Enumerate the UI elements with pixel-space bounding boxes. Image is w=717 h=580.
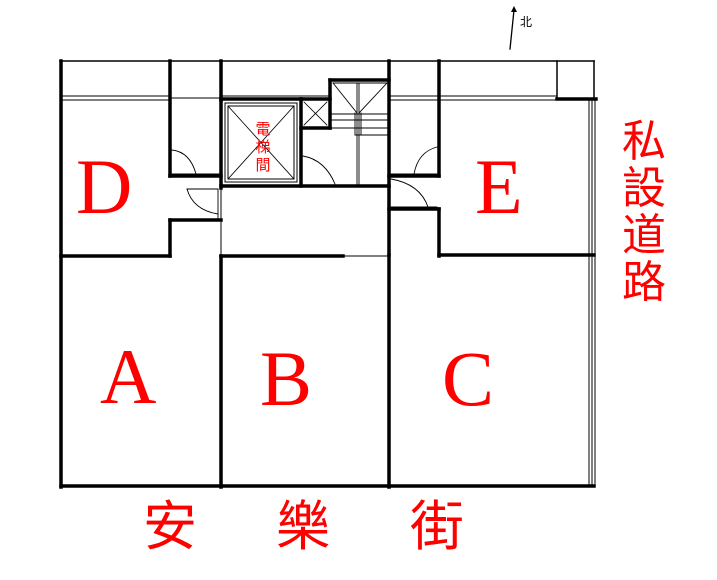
unit-label-d: D — [76, 143, 133, 230]
street-char: 樂 — [276, 495, 330, 558]
road-char: 私 — [622, 116, 666, 167]
north-label: 北 — [520, 15, 533, 29]
private-road-label: 私 設 道 路 — [619, 118, 669, 306]
north-arrow-icon — [509, 6, 517, 50]
elevator-char: 電 — [255, 120, 271, 138]
elevator-char: 梯 — [255, 138, 271, 156]
unit-label-a: A — [100, 333, 157, 420]
road-char: 路 — [622, 257, 666, 308]
road-char: 設 — [622, 163, 666, 214]
elevator-char: 間 — [255, 156, 271, 174]
unit-label-b: B — [260, 335, 313, 422]
street-char: 安 — [143, 495, 197, 558]
elevator-label: 電 梯 間 — [249, 120, 277, 174]
unit-label-c: C — [442, 335, 495, 422]
unit-label-e: E — [475, 143, 523, 230]
road-char: 道 — [622, 210, 666, 261]
street-char: 街 — [410, 495, 464, 558]
